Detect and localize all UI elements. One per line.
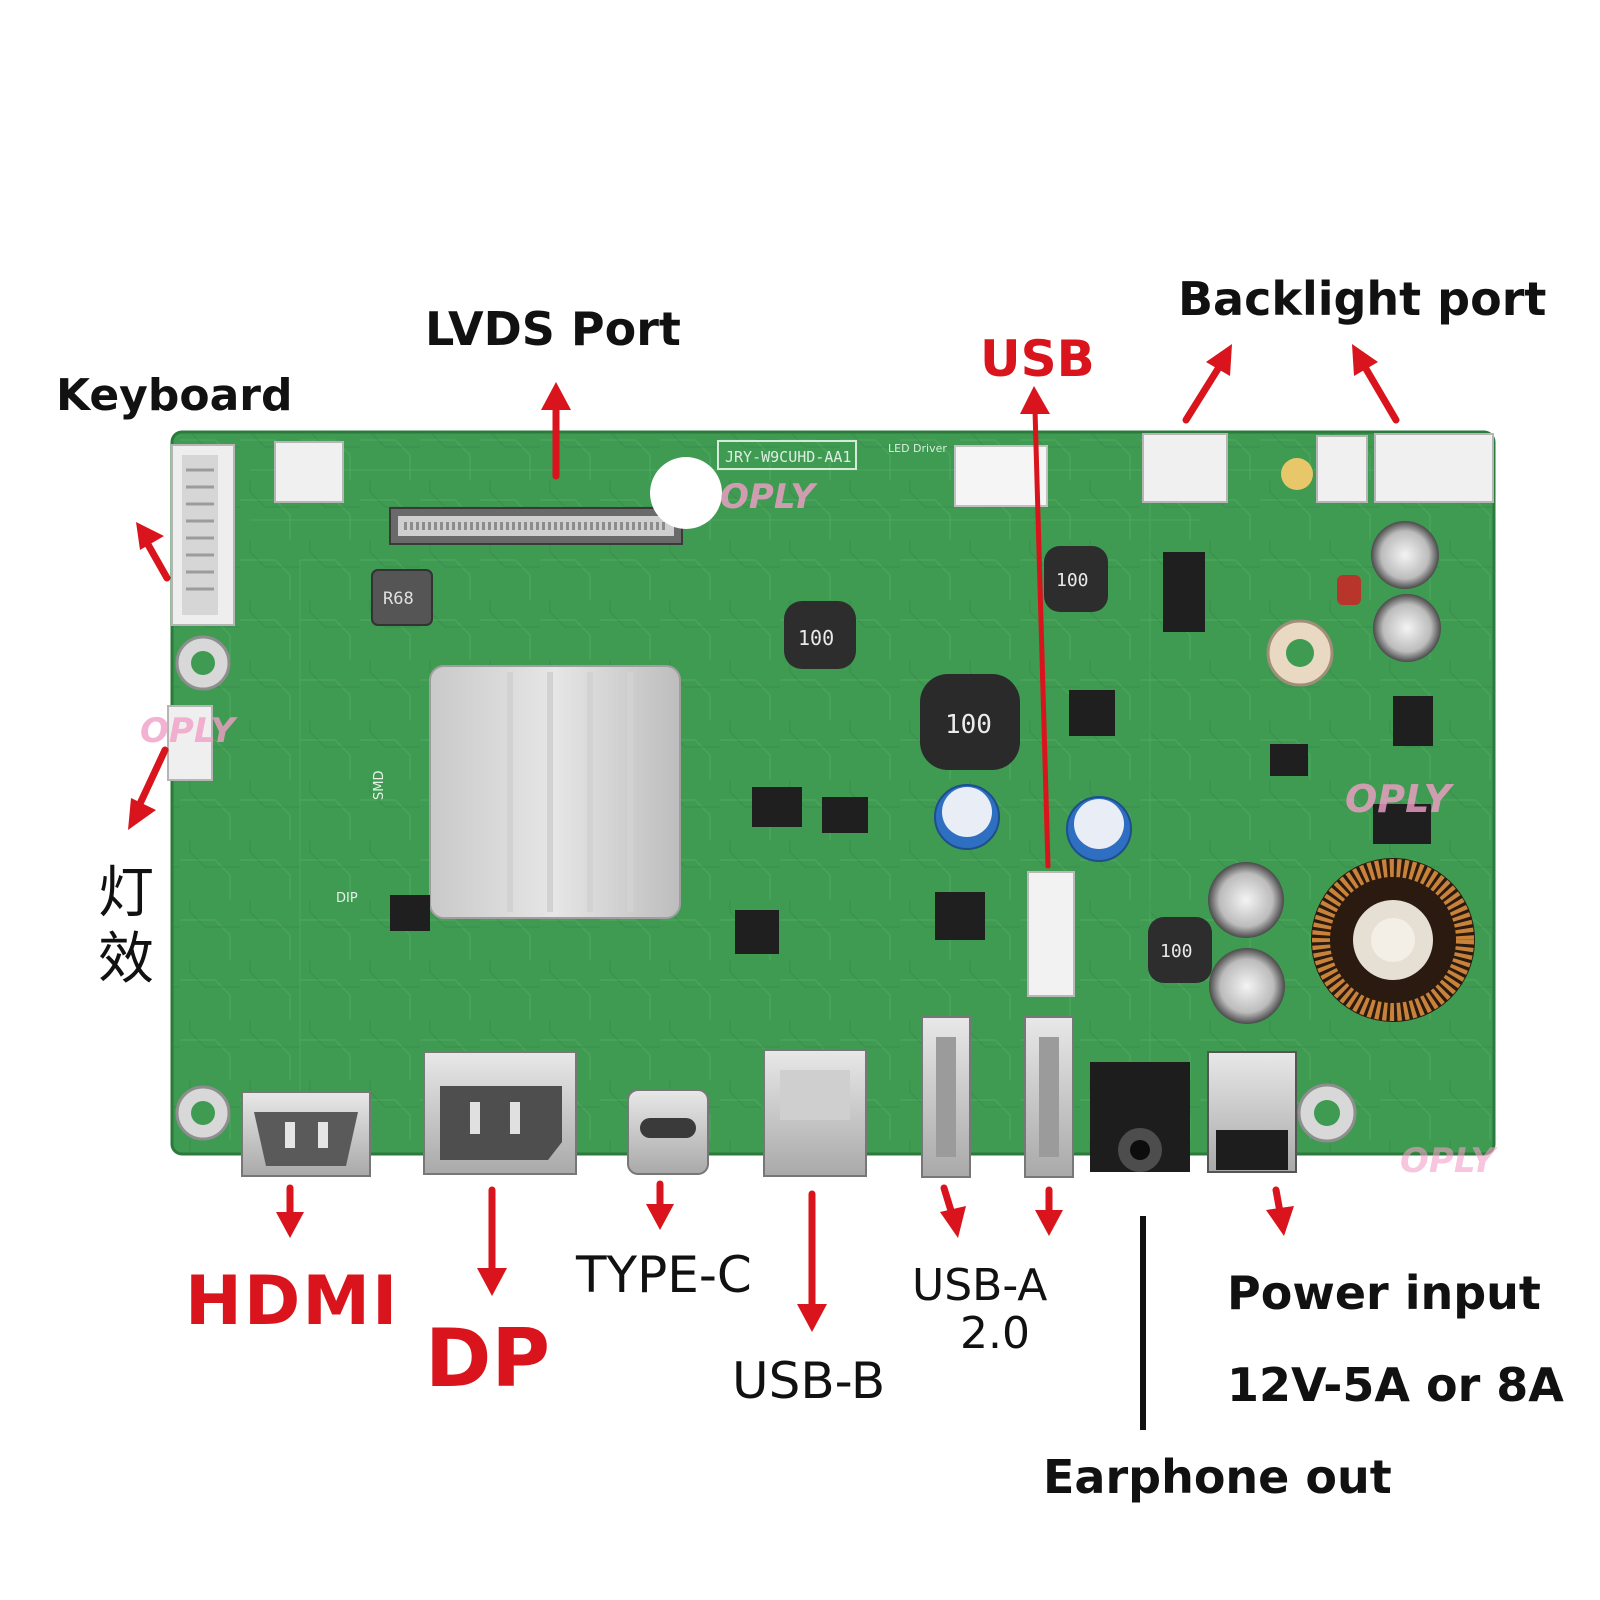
usb-b-port [763,1049,867,1177]
led-driver-text: LED Driver [888,442,947,455]
backlight-connectors [1142,433,1494,503]
smd-mark: SMD [372,771,387,800]
board-model: JRY-W9CUHD-AA1 [725,448,851,466]
type-c-label: TYPE-C [576,1246,752,1304]
earphone-jack [1090,1062,1190,1172]
dp-port [423,1051,577,1175]
top-left-connector [274,441,344,503]
pcb-body [170,430,1496,1156]
svg-text:100: 100 [1160,941,1193,962]
usb-header [1027,871,1075,997]
lvds-connector [389,507,683,545]
watermark-1: OPLY [720,477,818,517]
hdmi-label: HDMI [185,1262,400,1341]
watermark-2: OPLY [140,711,238,751]
earphone-out-label: Earphone out [1043,1450,1392,1504]
watermark-3: OPLY [1345,777,1454,821]
mounting-holes [175,619,1357,1143]
white-dot [650,457,722,529]
svg-text:R68: R68 [383,589,414,609]
usb-a-version-label: 2.0 [960,1308,1030,1359]
keyboard-connector [171,444,235,626]
model-frame [717,440,857,470]
electrolytic-capacitors [1208,521,1441,1024]
top-white-block [954,445,1048,507]
backlight-port-label: Backlight port [1178,272,1547,326]
heatsink [429,665,681,919]
type-c-port [627,1089,709,1175]
inductors: R68 100 100 100 100 [371,546,1212,983]
power-jack [1207,1051,1297,1173]
usb-a-label: USB-A [912,1260,1048,1311]
usb-b-label: USB-B [732,1352,886,1410]
dip-mark: DIP [336,891,358,906]
led-connector [167,705,213,781]
hdmi-port [241,1091,371,1177]
light-effect-label-1: 灯 [98,861,154,926]
blue-capacitors [934,784,1132,862]
power-rating-label: 12V-5A or 8A [1227,1358,1564,1412]
power-input-label: Power input [1227,1266,1541,1320]
svg-text:100: 100 [945,710,992,740]
arrows [128,344,1400,1332]
ics [390,552,1433,954]
usb-a-ports [921,1016,1074,1178]
watermark-4: OPLY [1400,1141,1498,1181]
svg-text:100: 100 [798,626,834,650]
dp-label: DP [425,1312,551,1405]
light-effect-label-2: 效 [98,927,154,992]
lvds-port-label: LVDS Port [425,302,681,356]
keyboard-label: Keyboard [56,370,293,421]
svg-text:100: 100 [1056,570,1089,591]
toroid-inductor [1311,858,1475,1022]
usb-top-label: USB [980,330,1095,388]
